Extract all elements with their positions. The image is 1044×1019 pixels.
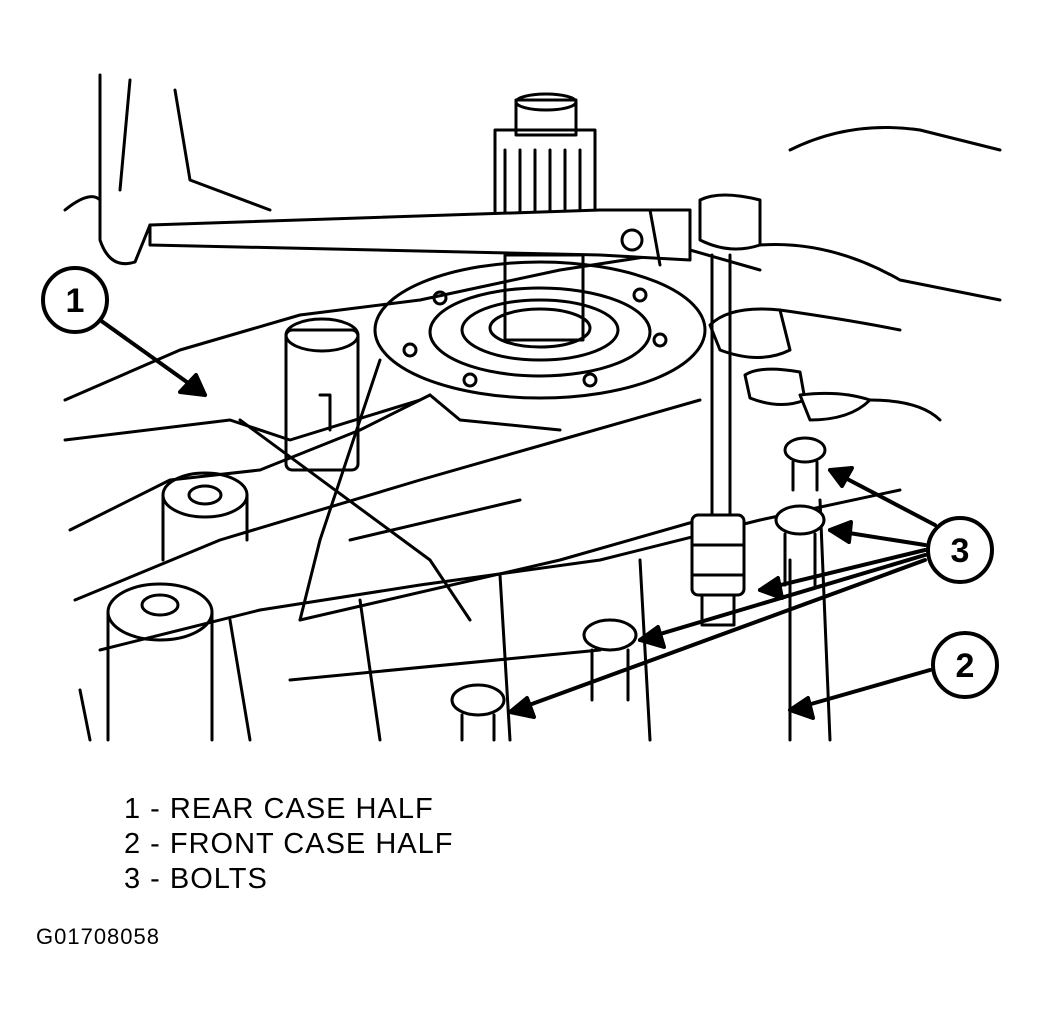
transfer-case-illustration: 1 2 3	[41, 73, 1002, 742]
callout-1: 1	[41, 266, 109, 334]
wrench	[148, 208, 692, 267]
callout-2-number: 2	[956, 647, 975, 685]
callout-3: 3	[926, 516, 994, 584]
bolt	[783, 436, 827, 492]
legend-item: 2 - FRONT CASE HALF	[124, 828, 454, 860]
hand-right	[698, 126, 1002, 422]
legend: 1 - REAR CASE HALF 2 - FRONT CASE HALF 3…	[124, 792, 453, 897]
hand-left	[63, 73, 272, 266]
bolt	[450, 683, 506, 742]
bearing-retainer	[373, 260, 707, 400]
bolt	[774, 504, 826, 587]
callout-2: 2	[931, 631, 999, 699]
bolts	[450, 436, 827, 742]
legend-item: 1 - REAR CASE HALF	[124, 793, 434, 825]
bolt	[582, 618, 638, 702]
rear-case-half	[63, 248, 762, 622]
callout-1-number: 1	[66, 282, 85, 320]
socket-extension	[690, 253, 746, 627]
legend-item: 3 - BOLTS	[124, 863, 268, 895]
leader-arrows	[98, 318, 937, 720]
figure-id: G01708058	[36, 924, 160, 949]
callout-3-number: 3	[951, 532, 970, 570]
